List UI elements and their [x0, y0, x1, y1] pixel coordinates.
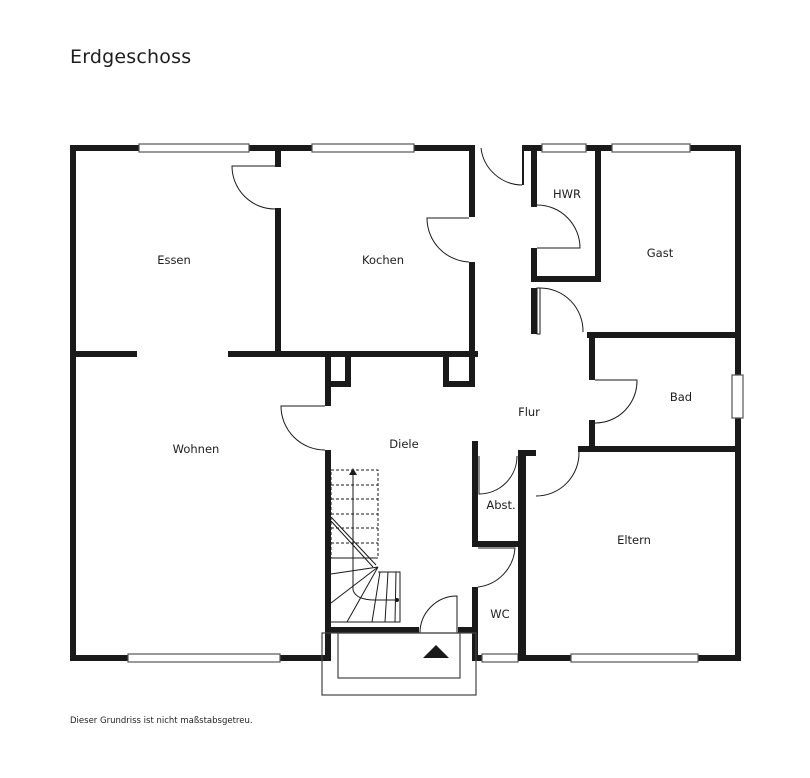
room-label-hwr: HWR — [553, 187, 581, 201]
room-label-wc: WC — [490, 607, 509, 621]
window-gast — [611, 143, 691, 153]
room-label-gast: Gast — [647, 246, 674, 260]
window-kochen — [311, 143, 415, 153]
interior-walls — [70, 145, 741, 661]
room-label-wohnen: Wohnen — [173, 442, 220, 456]
room-label-kochen: Kochen — [362, 253, 404, 267]
windows — [127, 143, 744, 663]
window-bad — [731, 374, 744, 419]
outer-walls — [70, 145, 741, 661]
window-eltern — [570, 653, 699, 663]
staircase — [330, 468, 401, 623]
entrance-arrow-icon — [423, 645, 449, 658]
floor-title: Erdgeschoss — [70, 46, 192, 68]
room-label-diele: Diele — [389, 437, 418, 451]
doors — [231, 147, 638, 634]
room-label-abst: Abst. — [486, 498, 515, 512]
window-wc — [481, 653, 519, 663]
window-hwr — [541, 143, 587, 153]
room-label-essen: Essen — [157, 253, 191, 267]
entrance-porch — [321, 632, 477, 696]
window-wohnen — [127, 653, 281, 663]
room-label-bad: Bad — [670, 390, 692, 404]
window-essen — [138, 143, 250, 153]
room-labels: Essen Kochen HWR Gast Bad Flur Diele Woh… — [157, 187, 692, 621]
stair-up-arrow-icon — [349, 468, 357, 475]
room-label-flur: Flur — [518, 405, 540, 419]
scale-disclaimer: Dieser Grundriss ist nicht maßstabsgetre… — [70, 716, 253, 726]
room-label-eltern: Eltern — [617, 533, 651, 547]
